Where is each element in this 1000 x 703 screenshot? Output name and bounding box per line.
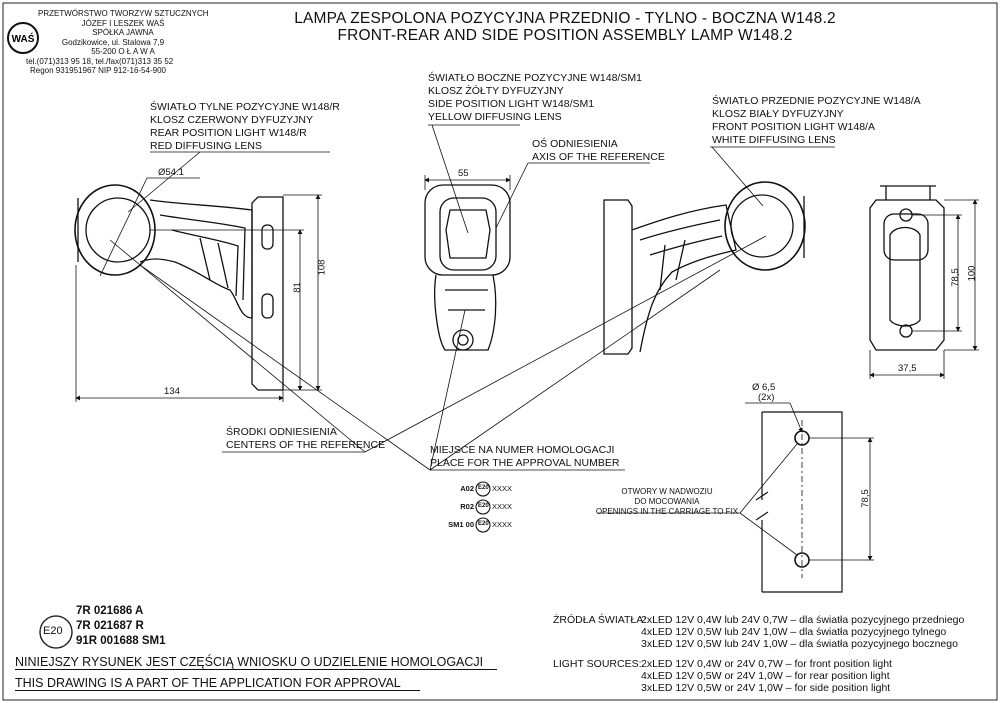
sources-en-label: LIGHT SOURCES: [553, 658, 642, 670]
approval-mark-circles [475, 481, 491, 533]
hole-pattern-view [755, 411, 843, 593]
company-registry: Regon 931951967 NIP 912-16-54-900 [30, 66, 166, 75]
dimension-lines [75, 124, 979, 561]
homologation-numbers: 7R 021686 A 7R 021687 R 91R 001688 SM1 [76, 605, 166, 647]
front-lamp-view [603, 181, 806, 355]
dim-hole-diameter: Ø 6,5 [752, 382, 776, 393]
dim-height-100: 100 [966, 265, 978, 282]
footer-en: THIS DRAWING IS A PART OF THE APPLICATIO… [15, 676, 420, 691]
dim-width-134: 134 [164, 386, 180, 397]
company-line: SPÓŁKA JAWNA [92, 28, 154, 37]
top-lamp-view [869, 185, 945, 351]
sources-pl-lines: 2xLED 12V 0,4W lub 24V 0,7W – dla światł… [641, 614, 965, 650]
dim-diameter-54: Ø54.1 [158, 167, 184, 178]
company-line: PRZETWÓRSTWO TWORZYW SZTUCZNYCH [38, 9, 209, 18]
dim-height-81: 81 [291, 282, 303, 293]
sources-pl-label: ŹRÓDŁA ŚWIATŁA: [553, 614, 647, 626]
drawing-title-pl: LAMPA ZESPOLONA POZYCYJNA PRZEDNIO - TYL… [294, 10, 836, 27]
mark-code: A02 [460, 484, 474, 493]
company-info: PRZETWÓRSTWO TWORZYW SZTUCZNYCH JÓZEF I … [38, 9, 209, 57]
mark-code: R02 [460, 502, 474, 511]
mark-suffix: XXXX [492, 484, 513, 493]
footer-pl: NINIEJSZY RYSUNEK JEST CZĘŚCIĄ WNIOSKU O… [15, 655, 497, 670]
dim-height-108: 108 [316, 259, 328, 276]
drawing-title-en: FRONT-REAR AND SIDE POSITION ASSEMBLY LA… [337, 27, 793, 44]
dim-hole-count: (2x) [758, 392, 775, 403]
mark-suffix: XXXX [492, 502, 513, 511]
dim-width-37-5: 37,5 [898, 363, 917, 374]
dim-width-55: 55 [458, 168, 469, 179]
mark-circle-text: E20 [478, 521, 489, 527]
mark-suffix: XXXX [492, 520, 513, 529]
dim-hole-spacing: 78,5 [859, 489, 871, 508]
e20-circle-icon [39, 615, 73, 649]
rear-lamp-view [74, 184, 284, 391]
mark-circle-text: E20 [478, 503, 489, 509]
mark-circle-text: E20 [478, 485, 489, 491]
side-lamp-view [424, 184, 511, 351]
company-contact: tel.(071)313 95 18, tel./fax(071)313 35 … [26, 57, 174, 66]
dim-height-78-5: 78,5 [949, 268, 961, 287]
sources-en-lines: 2xLED 12V 0,4W or 24V 0,7W – for front p… [641, 658, 892, 694]
company-line: 55-200 O Ł A W A [91, 47, 155, 56]
mark-code: SM1 00 [448, 520, 474, 529]
svg-text:WAŚ: WAŚ [12, 32, 35, 45]
company-logo-icon: WAŚ [7, 22, 39, 54]
company-line: Godzikowice, ul. Stalowa 7,9 [61, 37, 165, 47]
e-mark-text: E20 [43, 625, 63, 637]
company-line: JÓZEF I LESZEK WAŚ [81, 18, 165, 28]
